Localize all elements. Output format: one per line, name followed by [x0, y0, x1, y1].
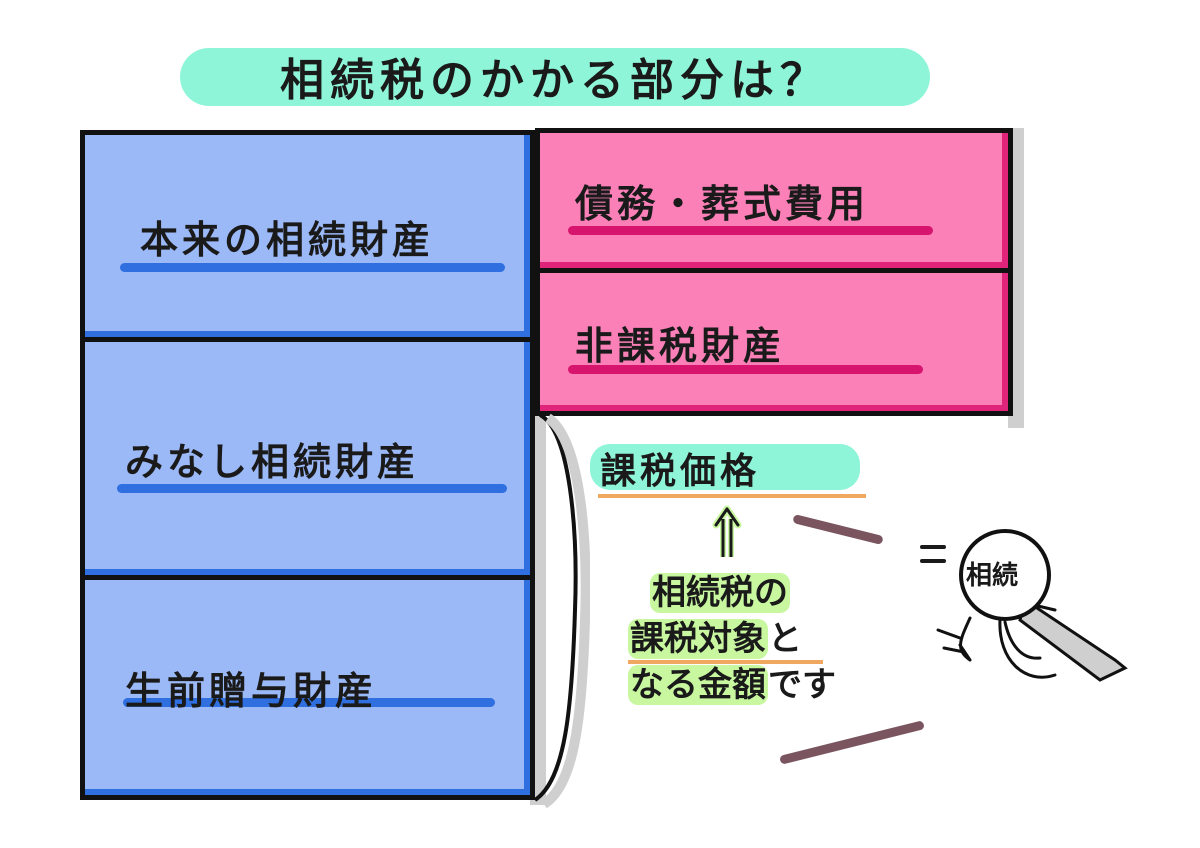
note-line-3: なる金額です — [628, 665, 836, 705]
note-line-1: 相続税の — [650, 573, 790, 613]
box-hikazei-zaisan: 非課税財産 — [535, 268, 1013, 416]
box-label: みなし相続財産 — [125, 440, 420, 484]
note-line-2: 課税対象と — [628, 616, 908, 664]
lens-label: 相続 — [966, 561, 1019, 591]
box-label: 非課税財産 — [575, 323, 786, 368]
label-underline — [123, 698, 495, 707]
label-underline — [117, 484, 507, 493]
box-minashi-sozoku-zaisan: みなし相続財産 — [80, 337, 535, 580]
equals-icon — [920, 545, 946, 573]
title-highlight — [180, 48, 930, 106]
label-underline — [120, 263, 505, 272]
magnifier-character-icon — [936, 529, 1128, 682]
note-underline — [628, 660, 823, 664]
label-underline — [568, 365, 923, 374]
label-underline — [568, 226, 933, 235]
box-label: 債務・葬式費用 — [575, 182, 870, 226]
decor-dash-lower — [779, 720, 925, 765]
explanation-note: 相続税の 課税対象と なる金額です — [628, 570, 908, 708]
box-label: 本来の相続財産 — [140, 217, 435, 262]
box-seizen-zoyo-zaisan: 生前贈与財産 — [80, 575, 535, 800]
box-honrai-sozoku-zaisan: 本来の相続財産 — [80, 130, 535, 342]
page-title: 相続税のかかる部分は？ — [280, 55, 830, 106]
box-label: 生前贈与財産 — [125, 669, 378, 713]
kazei-highlight — [590, 444, 860, 490]
kazei-kakaku: 課税価格 — [590, 438, 880, 498]
bracket-curve — [533, 413, 590, 809]
title-banner: 相続税のかかる部分は？ — [180, 42, 930, 147]
kazei-kakaku-label: 課税価格 — [600, 451, 761, 492]
kazei-underline — [598, 494, 866, 498]
decor-dash-upper — [792, 514, 884, 545]
box-saimu-soshiki-hiyo: 債務・葬式費用 — [535, 128, 1013, 273]
up-arrow-icon — [712, 505, 742, 557]
